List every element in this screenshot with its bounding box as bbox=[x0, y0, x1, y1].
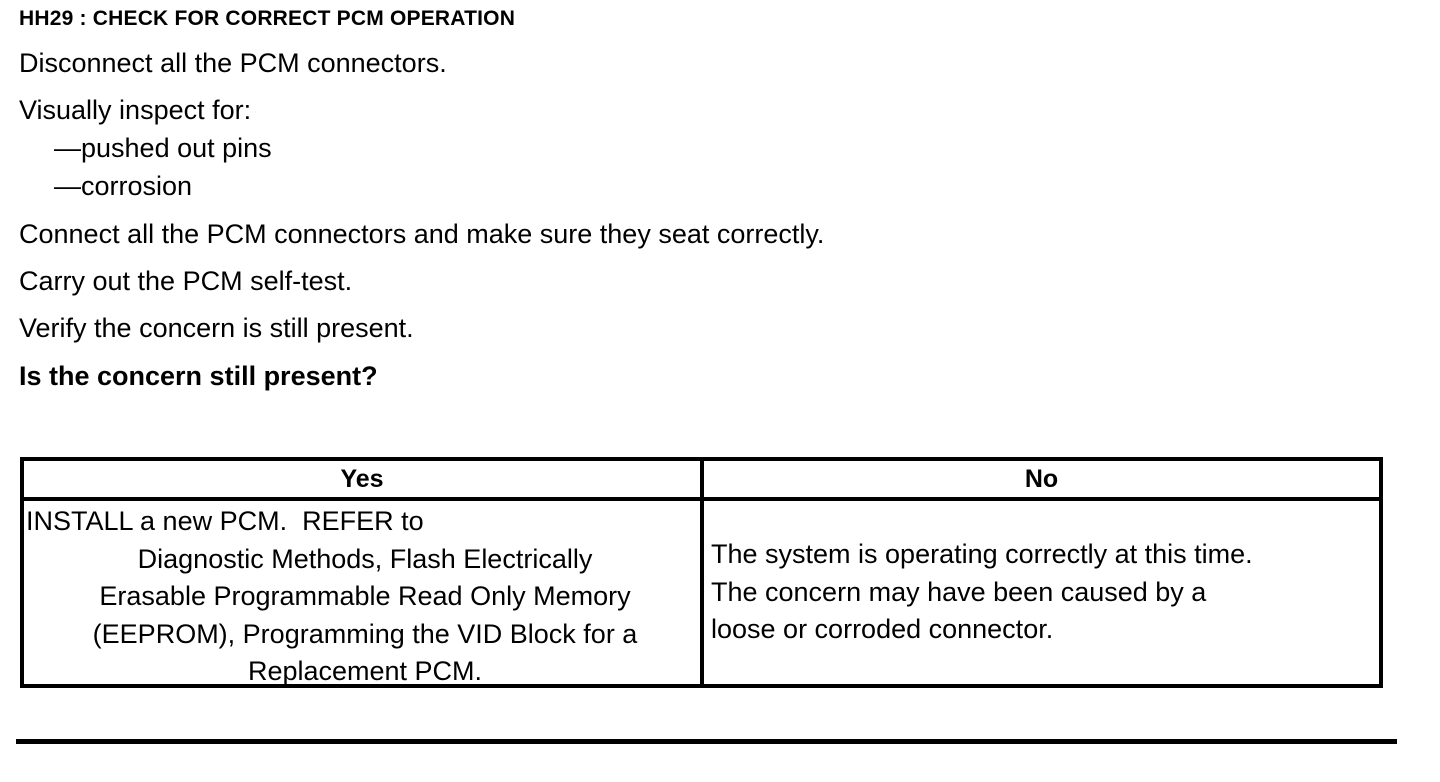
step-connect-connectors: Connect all the PCM connectors and make … bbox=[19, 219, 825, 249]
decision-question: Is the concern still present? bbox=[19, 361, 378, 391]
step-visually-inspect: Visually inspect for: bbox=[19, 95, 252, 125]
step-carry-out-self-test: Carry out the PCM self-test. bbox=[19, 266, 353, 296]
cell-yes-line-1: INSTALL a new PCM. REFER to bbox=[26, 506, 424, 536]
step-disconnect-connectors: Disconnect all the PCM connectors. bbox=[19, 48, 447, 78]
body-column-divider bbox=[700, 501, 704, 684]
cell-yes-line-5: Replacement PCM. bbox=[247, 656, 483, 686]
cell-yes-action: INSTALL a new PCM. REFER to Diagnostic M… bbox=[24, 501, 704, 686]
cell-no-action: The system is operating correctly at thi… bbox=[708, 501, 1379, 684]
cell-yes-line-4: (EEPROM), Programming the VID Block for … bbox=[92, 618, 638, 649]
cell-yes-line-2: Diagnostic Methods, Flash Electrically bbox=[137, 543, 593, 574]
cell-no-line-3: loose or corroded connector. bbox=[711, 614, 1054, 645]
column-header-yes: Yes bbox=[340, 464, 384, 493]
step-verify-concern: Verify the concern is still present. bbox=[19, 313, 414, 343]
decision-table: Yes No INSTALL a new PCM. REFER to Diagn… bbox=[20, 457, 1383, 688]
column-header-no: No bbox=[1024, 464, 1059, 493]
table-body-row: INSTALL a new PCM. REFER to Diagnostic M… bbox=[24, 501, 1379, 686]
cell-yes-line-3: Erasable Programmable Read Only Memory bbox=[99, 581, 631, 611]
inspect-item-pushed-out-pins: —pushed out pins bbox=[54, 133, 272, 163]
header-column-divider bbox=[700, 461, 704, 497]
inspect-item-corrosion: —corrosion bbox=[54, 171, 193, 201]
cell-no-line-1: The system is operating correctly at thi… bbox=[711, 539, 1253, 570]
section-divider-rule bbox=[16, 739, 1397, 744]
table-header-row: Yes No bbox=[24, 461, 1379, 501]
page-title: HH29 : CHECK FOR CORRECT PCM OPERATION bbox=[19, 7, 516, 30]
cell-no-line-2: The concern may have been caused by a bbox=[711, 576, 1207, 607]
